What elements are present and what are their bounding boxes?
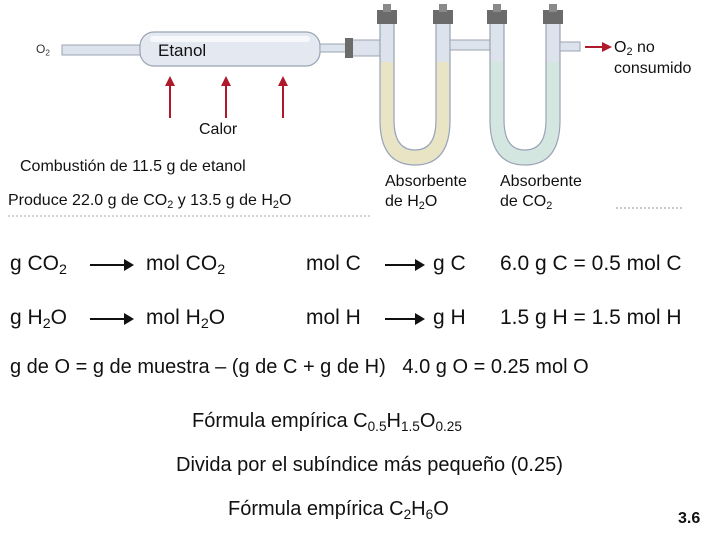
hydrogen-row-mol-h: mol H	[306, 306, 361, 329]
stopper-co2-right	[543, 10, 563, 24]
divide-instruction: Divida por el subíndice más pequeño (0.2…	[176, 454, 563, 476]
slide-number: 3.6	[678, 510, 701, 527]
absorbent-co2-label: Absorbente de CO2	[500, 173, 582, 213]
hydrogen-row-mol-h2o: mol H2O	[146, 306, 226, 332]
hydrogen-row-g-h2o: g H2O	[10, 306, 67, 332]
carbon-arrow-1	[90, 259, 134, 271]
heat-arrow-1-head	[165, 76, 175, 86]
heat-arrow-2-head	[221, 76, 231, 86]
inlet-tube	[61, 44, 145, 56]
carbon-row-result: 6.0 g C = 0.5 mol C	[500, 252, 682, 275]
u-tube-co2-absorbent	[491, 62, 559, 164]
stopper-h2o-left-top	[383, 4, 391, 12]
u-tube-h2o-absorbent	[381, 62, 449, 164]
stopper-left-neck	[345, 38, 353, 58]
o2-inlet-label: O2	[36, 42, 50, 58]
o2-unconsumed-line2: consumido	[614, 60, 692, 77]
stopper-h2o-right	[433, 10, 453, 24]
stopper-co2-left-top	[493, 4, 501, 12]
empirical-formula-1: Fórmula empírica C0.5H1.5O0.25	[192, 410, 462, 434]
absorbent-co2-line2: de CO2	[500, 193, 553, 213]
hydrogen-row-g-h: g H	[433, 306, 466, 329]
stopper-co2-right-top	[549, 4, 557, 12]
oxygen-calculation: g de O = g de muestra – (g de C + g de H…	[10, 356, 589, 378]
hydrogen-arrow-2	[385, 313, 425, 325]
heat-arrows	[165, 76, 288, 118]
o2-unconsumed-line1: O2 no	[614, 39, 655, 59]
stopper-h2o-right-top	[439, 4, 447, 12]
combustion-tube-highlight	[150, 36, 310, 42]
combustion-apparatus-diagram	[8, 4, 684, 217]
o2-out-arrow-head	[602, 42, 612, 52]
connector-tube-2	[449, 39, 491, 51]
combustion-line-1: Combustión de 11.5 g de etanol	[20, 158, 246, 175]
absorbent-h2o-label: Absorbente de H2O	[385, 173, 467, 213]
o2-unconsumed-label: O2 no consumido	[614, 37, 691, 79]
empirical-formula-2: Fórmula empírica C2H6O	[228, 498, 449, 522]
hydrogen-row-result: 1.5 g H = 1.5 mol H	[500, 306, 682, 329]
stopper-co2-left	[487, 10, 507, 24]
stopper-h2o-left	[377, 10, 397, 24]
carbon-row-mol-c: mol C	[306, 252, 361, 275]
carbon-row-mol-co2: mol CO2	[146, 252, 226, 278]
outlet-tube	[559, 41, 581, 52]
carbon-row-g-co2: g CO2	[10, 252, 67, 278]
ethanol-label: Etanol	[158, 41, 207, 60]
hydrogen-arrow-1	[90, 313, 134, 325]
carbon-row-g-c: g C	[433, 252, 466, 275]
heat-arrow-3-head	[278, 76, 288, 86]
combustion-line-2: Produce 22.0 g de CO2 y 13.5 g de H2O	[8, 192, 292, 212]
gas-flow-arrows	[585, 42, 612, 52]
heat-label: Calor	[199, 121, 238, 138]
carbon-arrow-2	[385, 259, 425, 271]
absorbent-h2o-line2: de H2O	[385, 193, 438, 213]
